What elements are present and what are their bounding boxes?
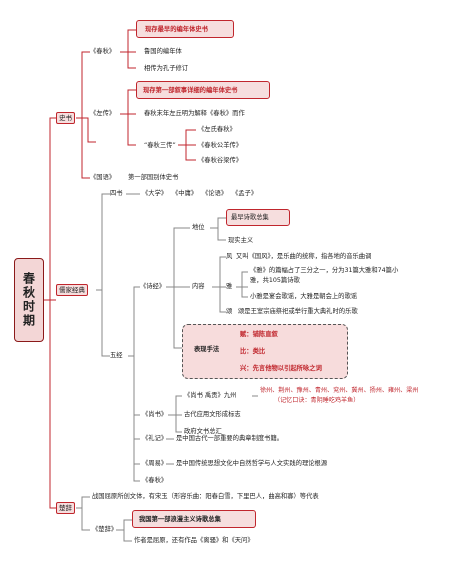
sishu-item-2: 《中庸》 xyxy=(172,190,198,197)
ya-label: 雅 xyxy=(226,283,233,290)
jiuzhou-list: 徐州、荆州、豫州、青州、兖州、冀州、扬州、雍州、梁州 xyxy=(260,387,419,394)
category-rujia: 儒家经典 xyxy=(56,284,88,296)
zuozhuan-label: 《左传》 xyxy=(90,110,116,117)
ya-line-3: 小雅是宴会歌谣，大雅是朝会上的歌谣 xyxy=(250,293,358,300)
shangshu-item-2: 政府文书总汇 xyxy=(184,428,222,435)
sanzhuan-label: “春秋三传” xyxy=(144,142,176,149)
sishu-item-1: 《大学》 xyxy=(142,190,168,197)
chunqiu-item-2: 鲁国的编年体 xyxy=(144,48,182,55)
wujing-chunqiu-label: 《春秋》 xyxy=(142,477,168,484)
yugong-label: 《尚书 禹贡》九州 xyxy=(184,392,237,399)
ya-line-1: 《雅》的篇幅占了三分之一，分为31篇大雅和74篇小 xyxy=(250,267,399,274)
shoufa-xing: 兴：先言他物以引起所咏之词 xyxy=(240,365,322,372)
song-label: 颂 xyxy=(226,308,233,315)
diwei-label: 地位 xyxy=(192,224,205,231)
shijing-label: 《诗经》 xyxy=(140,283,166,290)
zuozhuan-item-2: 春秋末年左丘明为解释《春秋》而作 xyxy=(144,110,245,117)
shoufa-group-box xyxy=(182,324,348,379)
sanzhuan-item-1: 《左氏春秋》 xyxy=(198,126,236,133)
sanzhuan-item-3: 《春秋谷梁传》 xyxy=(198,157,243,164)
shangshu-label: 《尚书》 xyxy=(142,411,168,418)
neirong-label: 内容 xyxy=(192,283,205,290)
shoufa-label: 表现手法 xyxy=(194,346,220,353)
sishu-label: 四书 xyxy=(110,190,123,197)
chunqiu-label: 《春秋》 xyxy=(90,48,116,55)
root-node: 春秋时期 xyxy=(14,258,44,342)
feng-text: 又叫《国风》，是乐曲的统称，指各地的音乐曲调 xyxy=(236,253,372,260)
wujing-label: 五经 xyxy=(110,352,123,359)
liji-desc: 是中国古代一部重要的典章制度书籍。 xyxy=(176,435,284,442)
shoufa-bi: 比：类比 xyxy=(240,348,266,355)
chuci-desc: 战国屈原所创文体，有宋玉（形容乐曲：阳春白雪，下里巴人，曲高和寡）等代表 xyxy=(92,493,319,500)
diwei-item-2: 现实主义 xyxy=(228,237,254,244)
shangshu-item-1: 古代应用文形成标志 xyxy=(184,411,241,418)
zuozhuan-item-1: 现存第一部叙事详细的编年体史书 xyxy=(143,87,238,94)
song-text: 颂是王室宗庙祭祀或举行重大典礼时的乐歌 xyxy=(238,308,358,315)
sanzhuan-item-2: 《春秋公羊传》 xyxy=(198,142,243,149)
root-title: 春秋时期 xyxy=(21,272,36,328)
ya-line-2: 雅，共105篇诗歌 xyxy=(250,277,300,284)
diwei-item-1: 最早诗歌总集 xyxy=(231,214,269,221)
zhouyi-desc: 是中国传统思想文化中自然哲学与人文实践的理论根源 xyxy=(176,460,328,467)
diwei-highlight-box: 最早诗歌总集 xyxy=(226,209,290,226)
category-chuci: 楚辞 xyxy=(56,502,75,514)
sishu-item-3: 《论语》 xyxy=(202,190,228,197)
chunqiu-item-1: 现存最早的编年体史书 xyxy=(145,26,208,33)
guoyu-desc: 第一部国别体史书 xyxy=(128,174,179,181)
liji-label: 《礼记》 xyxy=(142,435,168,442)
jiuzhou-mnemonic: （记忆口诀：青阴睡吃鸡羊鱼） xyxy=(274,397,360,404)
chuci-highlight-box: 我国第一部浪漫主义诗歌总集 xyxy=(132,510,256,528)
category-shishu: 史书 xyxy=(56,112,75,124)
chuci-book-label: 《楚辞》 xyxy=(92,526,118,533)
feng-label: 风 xyxy=(226,253,233,260)
zhouyi-label: 《周易》 xyxy=(142,460,168,467)
shoufa-fu: 赋：铺陈直叙 xyxy=(240,331,278,338)
sishu-item-4: 《孟子》 xyxy=(232,190,258,197)
chuci-item-1: 我国第一部浪漫主义诗歌总集 xyxy=(139,516,221,523)
chunqiu-highlight-box: 现存最早的编年体史书 xyxy=(136,20,234,38)
chuci-item-2: 作者是屈原，还有作品《离骚》和《天问》 xyxy=(134,537,254,544)
guoyu-label: 《国语》 xyxy=(90,174,116,181)
chunqiu-item-3: 相传为孔子修订 xyxy=(144,65,189,72)
zuozhuan-highlight-box: 现存第一部叙事详细的编年体史书 xyxy=(136,81,270,99)
